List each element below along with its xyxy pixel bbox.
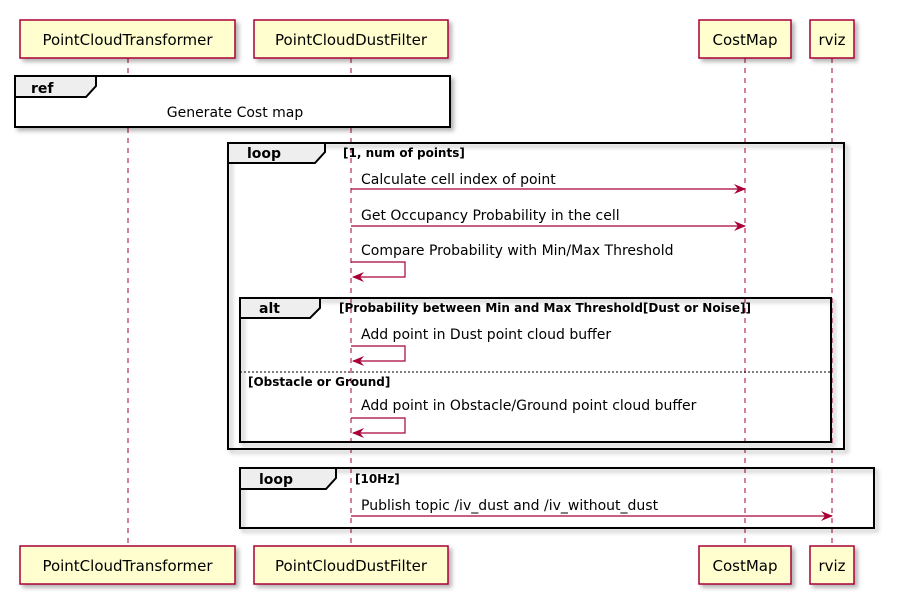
loop-tag: loop: [259, 472, 293, 488]
message-label: Add point in Dust point cloud buffer: [361, 327, 611, 343]
message-calculate-cell-index: Calculate cell index of point: [351, 172, 746, 194]
participant-pointclouddustfilter-top: PointCloudDustFilter: [253, 19, 449, 59]
message-get-occupancy-probability: Get Occupancy Probability in the cell: [351, 208, 746, 231]
participant-rviz-top: rviz: [809, 19, 855, 59]
participant-label: PointCloudTransformer: [42, 31, 213, 49]
participant-pointcloudtransformer-top: PointCloudTransformer: [19, 19, 236, 59]
message-label: Publish topic /iv_dust and /iv_without_d…: [361, 498, 659, 514]
message-publish-topic: Publish topic /iv_dust and /iv_without_d…: [351, 498, 833, 521]
participant-pointclouddustfilter-bottom: PointCloudDustFilter: [253, 545, 449, 585]
participant-label: CostMap: [712, 557, 777, 575]
participant-label: PointCloudDustFilter: [275, 557, 428, 575]
alt-frame: alt [Probability between Min and Max Thr…: [239, 297, 832, 443]
participant-rviz-bottom: rviz: [809, 545, 855, 585]
participant-label: rviz: [818, 557, 845, 575]
message-label: Calculate cell index of point: [361, 172, 556, 188]
participant-label: rviz: [818, 31, 845, 49]
ref-frame: ref Generate Cost map: [14, 75, 451, 128]
loop-tag: loop: [247, 146, 281, 162]
loop-frame-10hz: loop [10Hz]: [239, 467, 875, 529]
ref-tag: ref: [31, 81, 54, 97]
message-compare-probability: Compare Probability with Min/Max Thresho…: [351, 243, 674, 282]
alt-else-guard: [Obstacle or Ground]: [248, 375, 390, 389]
loop-guard: [10Hz]: [355, 472, 400, 486]
message-label: Add point in Obstacle/Ground point cloud…: [361, 398, 697, 414]
message-add-dust-point: Add point in Dust point cloud buffer: [351, 327, 611, 366]
message-add-obstacle-point: Add point in Obstacle/Ground point cloud…: [351, 398, 697, 438]
ref-text: Generate Cost map: [167, 105, 304, 121]
alt-guard: [Probability between Min and Max Thresho…: [339, 301, 751, 315]
message-label: Get Occupancy Probability in the cell: [361, 208, 620, 224]
participant-label: CostMap: [712, 31, 777, 49]
loop-guard: [1, num of points]: [343, 146, 465, 160]
message-label: Compare Probability with Min/Max Thresho…: [361, 243, 674, 259]
participant-label: PointCloudTransformer: [42, 557, 213, 575]
participant-label: PointCloudDustFilter: [275, 31, 428, 49]
participant-costmap-top: CostMap: [698, 19, 792, 59]
participant-pointcloudtransformer-bottom: PointCloudTransformer: [19, 545, 236, 585]
alt-tag: alt: [259, 301, 280, 317]
participant-costmap-bottom: CostMap: [698, 545, 792, 585]
loop-frame-points: loop [1, num of points]: [227, 142, 845, 450]
